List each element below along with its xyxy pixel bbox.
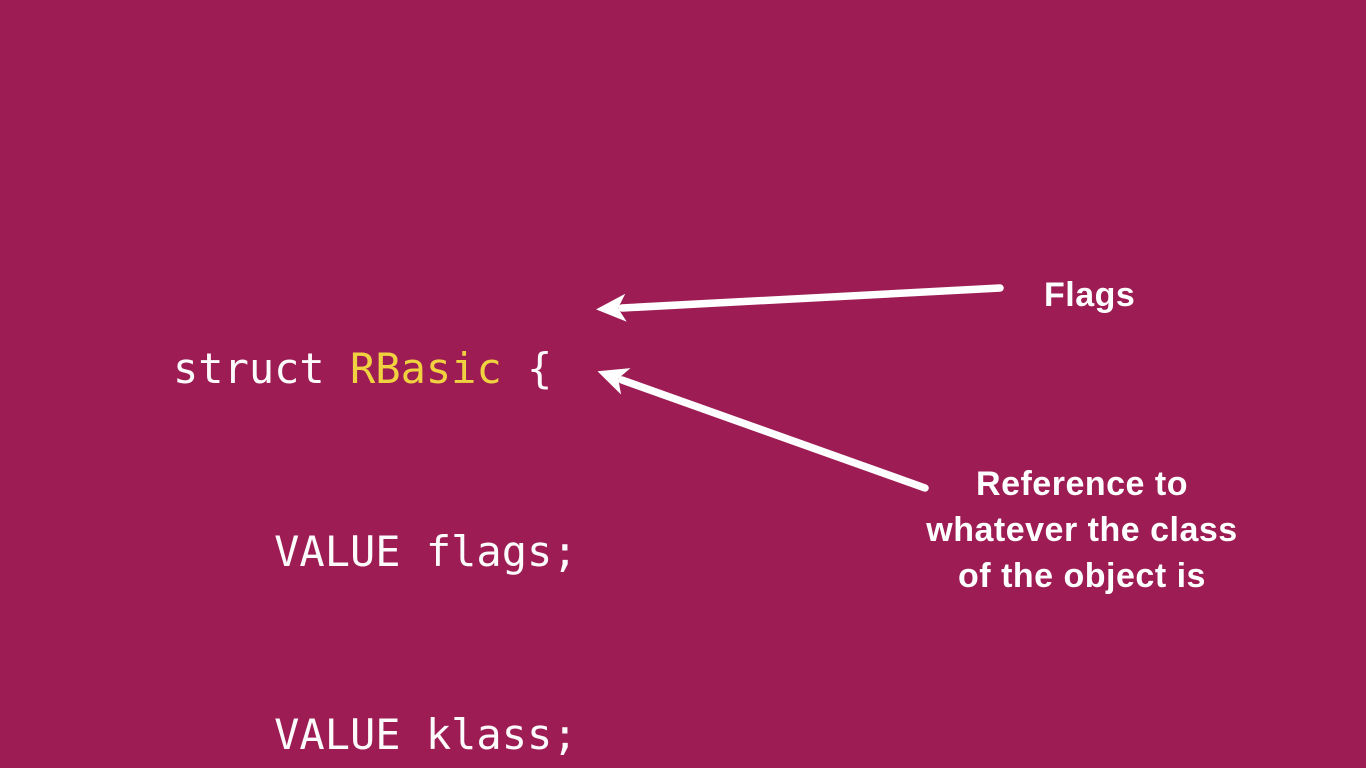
struct-keyword: struct [173, 344, 351, 393]
klass-annotation-line3: of the object is [958, 557, 1206, 595]
struct-type-name: RBasic [350, 344, 502, 393]
code-line-flags-member: VALUE flags; [173, 527, 578, 576]
code-block: struct RBasic { VALUE flags; VALUE klass… [173, 216, 578, 768]
flags-arrow [596, 284, 1004, 322]
klass-annotation-line1: Reference to [976, 465, 1188, 503]
open-brace: { [501, 344, 553, 393]
code-line-klass-member: VALUE klass; [173, 710, 578, 759]
klass-annotation-line2: whatever the class [926, 511, 1238, 549]
flags-annotation-label: Flags [1044, 276, 1136, 314]
klass-annotation-label: Reference to whatever the class of the o… [872, 461, 1292, 599]
code-line-struct-declaration: struct RBasic { [173, 338, 578, 399]
